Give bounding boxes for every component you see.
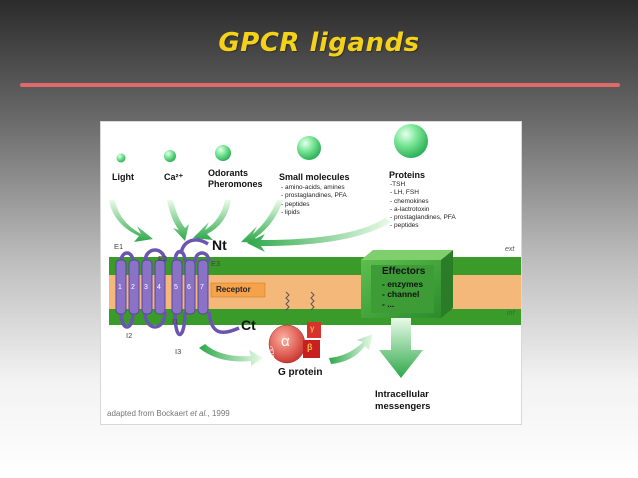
arrow-calcium (167, 200, 189, 241)
list-item: - a-lactrotoxin (390, 205, 430, 213)
arrow-gprotein-to-effector (329, 334, 373, 364)
proteins-title: Proteins (389, 170, 426, 180)
lipid-anchor (310, 291, 315, 311)
list-item: - enzymes (382, 279, 424, 289)
helix (141, 259, 153, 315)
helix-label: 3 (144, 284, 148, 291)
list-item: - channel (382, 289, 420, 299)
gdp-label: GDP (270, 346, 276, 360)
membrane-core (109, 275, 521, 309)
helix-label: 4 (157, 284, 161, 291)
g-gamma-subunit (307, 322, 321, 338)
list-item: -TSH (390, 181, 406, 188)
slide-title: GPCR ligands (218, 28, 420, 58)
arrow-receptor-to-gprotein (199, 344, 263, 366)
list-item: - LH, FSH (390, 189, 419, 197)
receptor-helices (115, 259, 209, 315)
ligand-pheromones-label: Pheromones (208, 179, 263, 189)
title-divider (20, 83, 620, 87)
list-item: - peptides (281, 200, 310, 208)
receptor-ct-label: Ct (241, 317, 256, 333)
arrow-light (109, 200, 153, 242)
membrane-int-label: int (507, 310, 515, 317)
credit-prefix: adapted from Bockaert (107, 409, 191, 418)
loop-e3-label: E3 (211, 259, 221, 268)
ligand-calcium-label: Ca²⁺ (164, 172, 184, 182)
loop-e2-label: E2 (158, 254, 168, 263)
list-item: - amino-acids, amines (281, 184, 345, 191)
list-item: - chemokines (390, 197, 429, 205)
credit-suffix: , 1999 (207, 409, 230, 418)
ligand-calcium-sphere (164, 150, 176, 162)
receptor-7tm (119, 238, 240, 337)
receptor-nt-label: Nt (212, 237, 227, 253)
ligand-odorant-sphere (215, 145, 231, 161)
helix-label: 5 (174, 284, 178, 291)
small-molecules-list: - amino-acids, amines - prostaglandines,… (281, 184, 347, 217)
helix (184, 259, 196, 315)
proteins-list: -TSH - LH, FSH - chemokines - a-lactroto… (390, 181, 456, 231)
ligand-protein-sphere (394, 124, 428, 158)
ligand-light-label: Light (112, 172, 134, 182)
list-item: - ... (382, 299, 395, 309)
helix (171, 259, 183, 315)
ligand-odorants-label: Odorants (208, 168, 249, 178)
arrow-effector-down (379, 318, 423, 378)
helix (154, 259, 166, 315)
lipid-anchor (285, 291, 290, 311)
effectors-title: Effectors (382, 266, 426, 277)
intracellular-label: Intracellular (375, 389, 429, 400)
arrow-proteins (247, 218, 391, 252)
membrane-ext-label: ext (505, 246, 515, 253)
g-beta-label: β (307, 342, 313, 352)
ligand-light-sphere (116, 153, 126, 163)
receptor-label: Receptor (216, 285, 251, 294)
helix-label: 2 (131, 284, 135, 291)
ligand-small-molecule-sphere (297, 136, 321, 160)
gpcr-diagram (109, 124, 521, 378)
helix (128, 259, 140, 315)
helix (115, 259, 127, 315)
helix (197, 259, 209, 315)
list-item: - prostaglandines, PFA (281, 192, 347, 200)
effectors-box (361, 250, 453, 318)
arrow-odorant (193, 200, 231, 240)
messengers-label: messengers (375, 401, 431, 412)
g-beta-subunit (303, 340, 320, 358)
helix-label: 7 (200, 284, 204, 291)
figure-credit: adapted from Bockaert et al., 1999 (107, 410, 230, 418)
effectors-list: - enzymes - channel - ... (382, 279, 423, 309)
arrow-small-molecules (241, 200, 283, 243)
loop-e1-label: E1 (114, 242, 124, 251)
loop-i1-label: I1 (172, 317, 179, 326)
helix-label: 6 (187, 284, 191, 291)
gpcr-figure: Light Ca²⁺ Odorants Pheromones Small mol… (100, 121, 522, 425)
helix-label: 1 (118, 284, 122, 291)
loop-i2-label: I2 (126, 331, 133, 340)
list-item: - prostaglandines, PFA (390, 214, 456, 222)
list-item: - lipids (281, 208, 300, 216)
small-molecules-title: Small molecules (279, 172, 350, 182)
g-protein (268, 291, 321, 364)
list-item: - peptides (390, 222, 419, 230)
receptor-label-box (210, 282, 266, 298)
membrane-outer-leaflet (109, 257, 521, 275)
g-alpha-label: α (281, 333, 290, 350)
credit-etal: et al. (190, 409, 208, 418)
loop-i3-label: I3 (175, 347, 182, 356)
g-protein-label: G protein (278, 367, 323, 378)
g-gamma-label: γ (310, 324, 315, 333)
